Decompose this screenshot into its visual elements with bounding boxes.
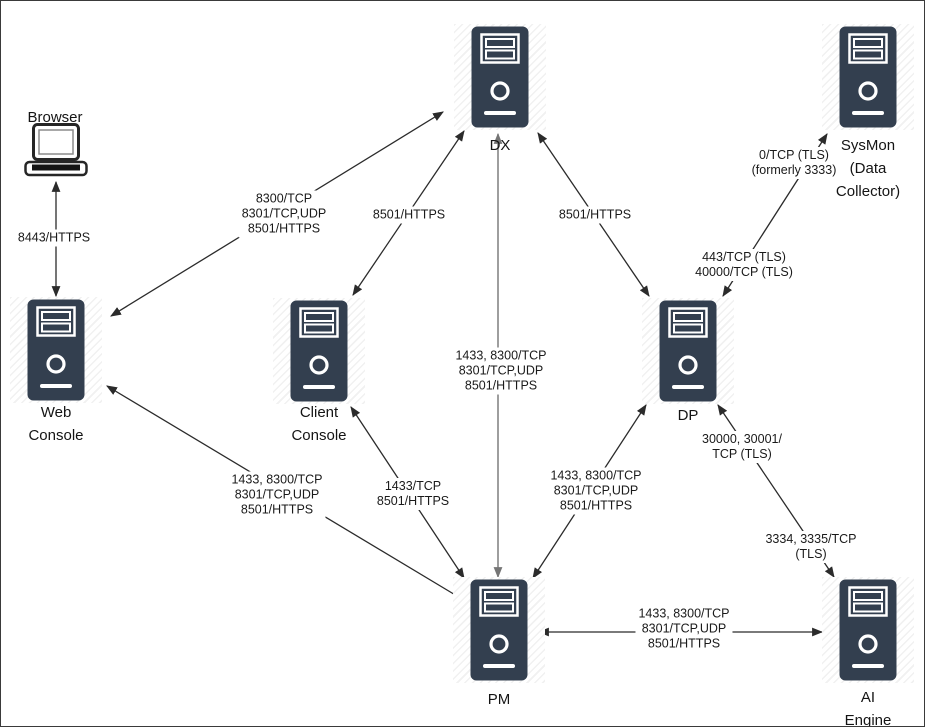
node-label-dx: DX bbox=[489, 137, 511, 154]
edge-label-dp-sysmon-upper: 0/TCP (TLS) (formerly 3333) bbox=[748, 147, 840, 179]
edge-label-dp-ai-upper: 30000, 30001/ TCP (TLS) bbox=[699, 431, 785, 463]
server-icon bbox=[839, 579, 897, 681]
node-label-web-console: Web Console bbox=[28, 404, 84, 444]
server-icon bbox=[470, 579, 528, 681]
node-ai-engine bbox=[822, 577, 914, 683]
edge-label-browser-web: 8443/HTTPS bbox=[14, 229, 94, 247]
node-sysmon bbox=[822, 24, 914, 130]
server-icon bbox=[27, 299, 85, 401]
edge-label-dx-pm: 1433, 8300/TCP 8301/TCP,UDP 8501/HTTPS bbox=[452, 347, 550, 395]
laptop-icon bbox=[24, 123, 88, 177]
server-icon bbox=[839, 26, 897, 128]
edge-label-web-pm: 1433, 8300/TCP 8301/TCP,UDP 8501/HTTPS bbox=[228, 471, 326, 519]
server-icon bbox=[290, 300, 348, 402]
node-label-dp: DP bbox=[677, 407, 699, 424]
node-web-console bbox=[10, 297, 102, 403]
node-label-sysmon: SysMon (Data Collector) bbox=[835, 137, 901, 200]
edge-label-client-dx: 8501/HTTPS bbox=[369, 206, 449, 224]
edge-label-dp-dx: 8501/HTTPS bbox=[555, 206, 635, 224]
server-icon bbox=[471, 26, 529, 128]
edge-label-pm-ai: 1433, 8300/TCP 8301/TCP,UDP 8501/HTTPS bbox=[635, 605, 733, 653]
node-label-pm: PM bbox=[487, 691, 511, 708]
node-label-browser: Browser bbox=[27, 109, 83, 126]
node-dp bbox=[642, 298, 734, 404]
edge-label-client-pm: 1433/TCP 8501/HTTPS bbox=[373, 478, 453, 510]
node-client-console bbox=[273, 298, 365, 404]
node-label-client-console: Client Console bbox=[291, 404, 347, 444]
node-dx bbox=[454, 24, 546, 130]
server-icon bbox=[659, 300, 717, 402]
node-browser bbox=[24, 123, 88, 184]
edge-label-dp-pm: 1433, 8300/TCP 8301/TCP,UDP 8501/HTTPS bbox=[547, 467, 645, 515]
edge-label-dp-ai-lower: 3334, 3335/TCP (TLS) bbox=[762, 531, 860, 563]
edge-label-dp-sysmon-lower: 443/TCP (TLS) 40000/TCP (TLS) bbox=[692, 249, 796, 281]
node-pm bbox=[453, 577, 545, 683]
edge-label-web-dx: 8300/TCP 8301/TCP,UDP 8501/HTTPS bbox=[238, 190, 330, 238]
node-label-ai-engine: AI Engine bbox=[844, 689, 892, 727]
